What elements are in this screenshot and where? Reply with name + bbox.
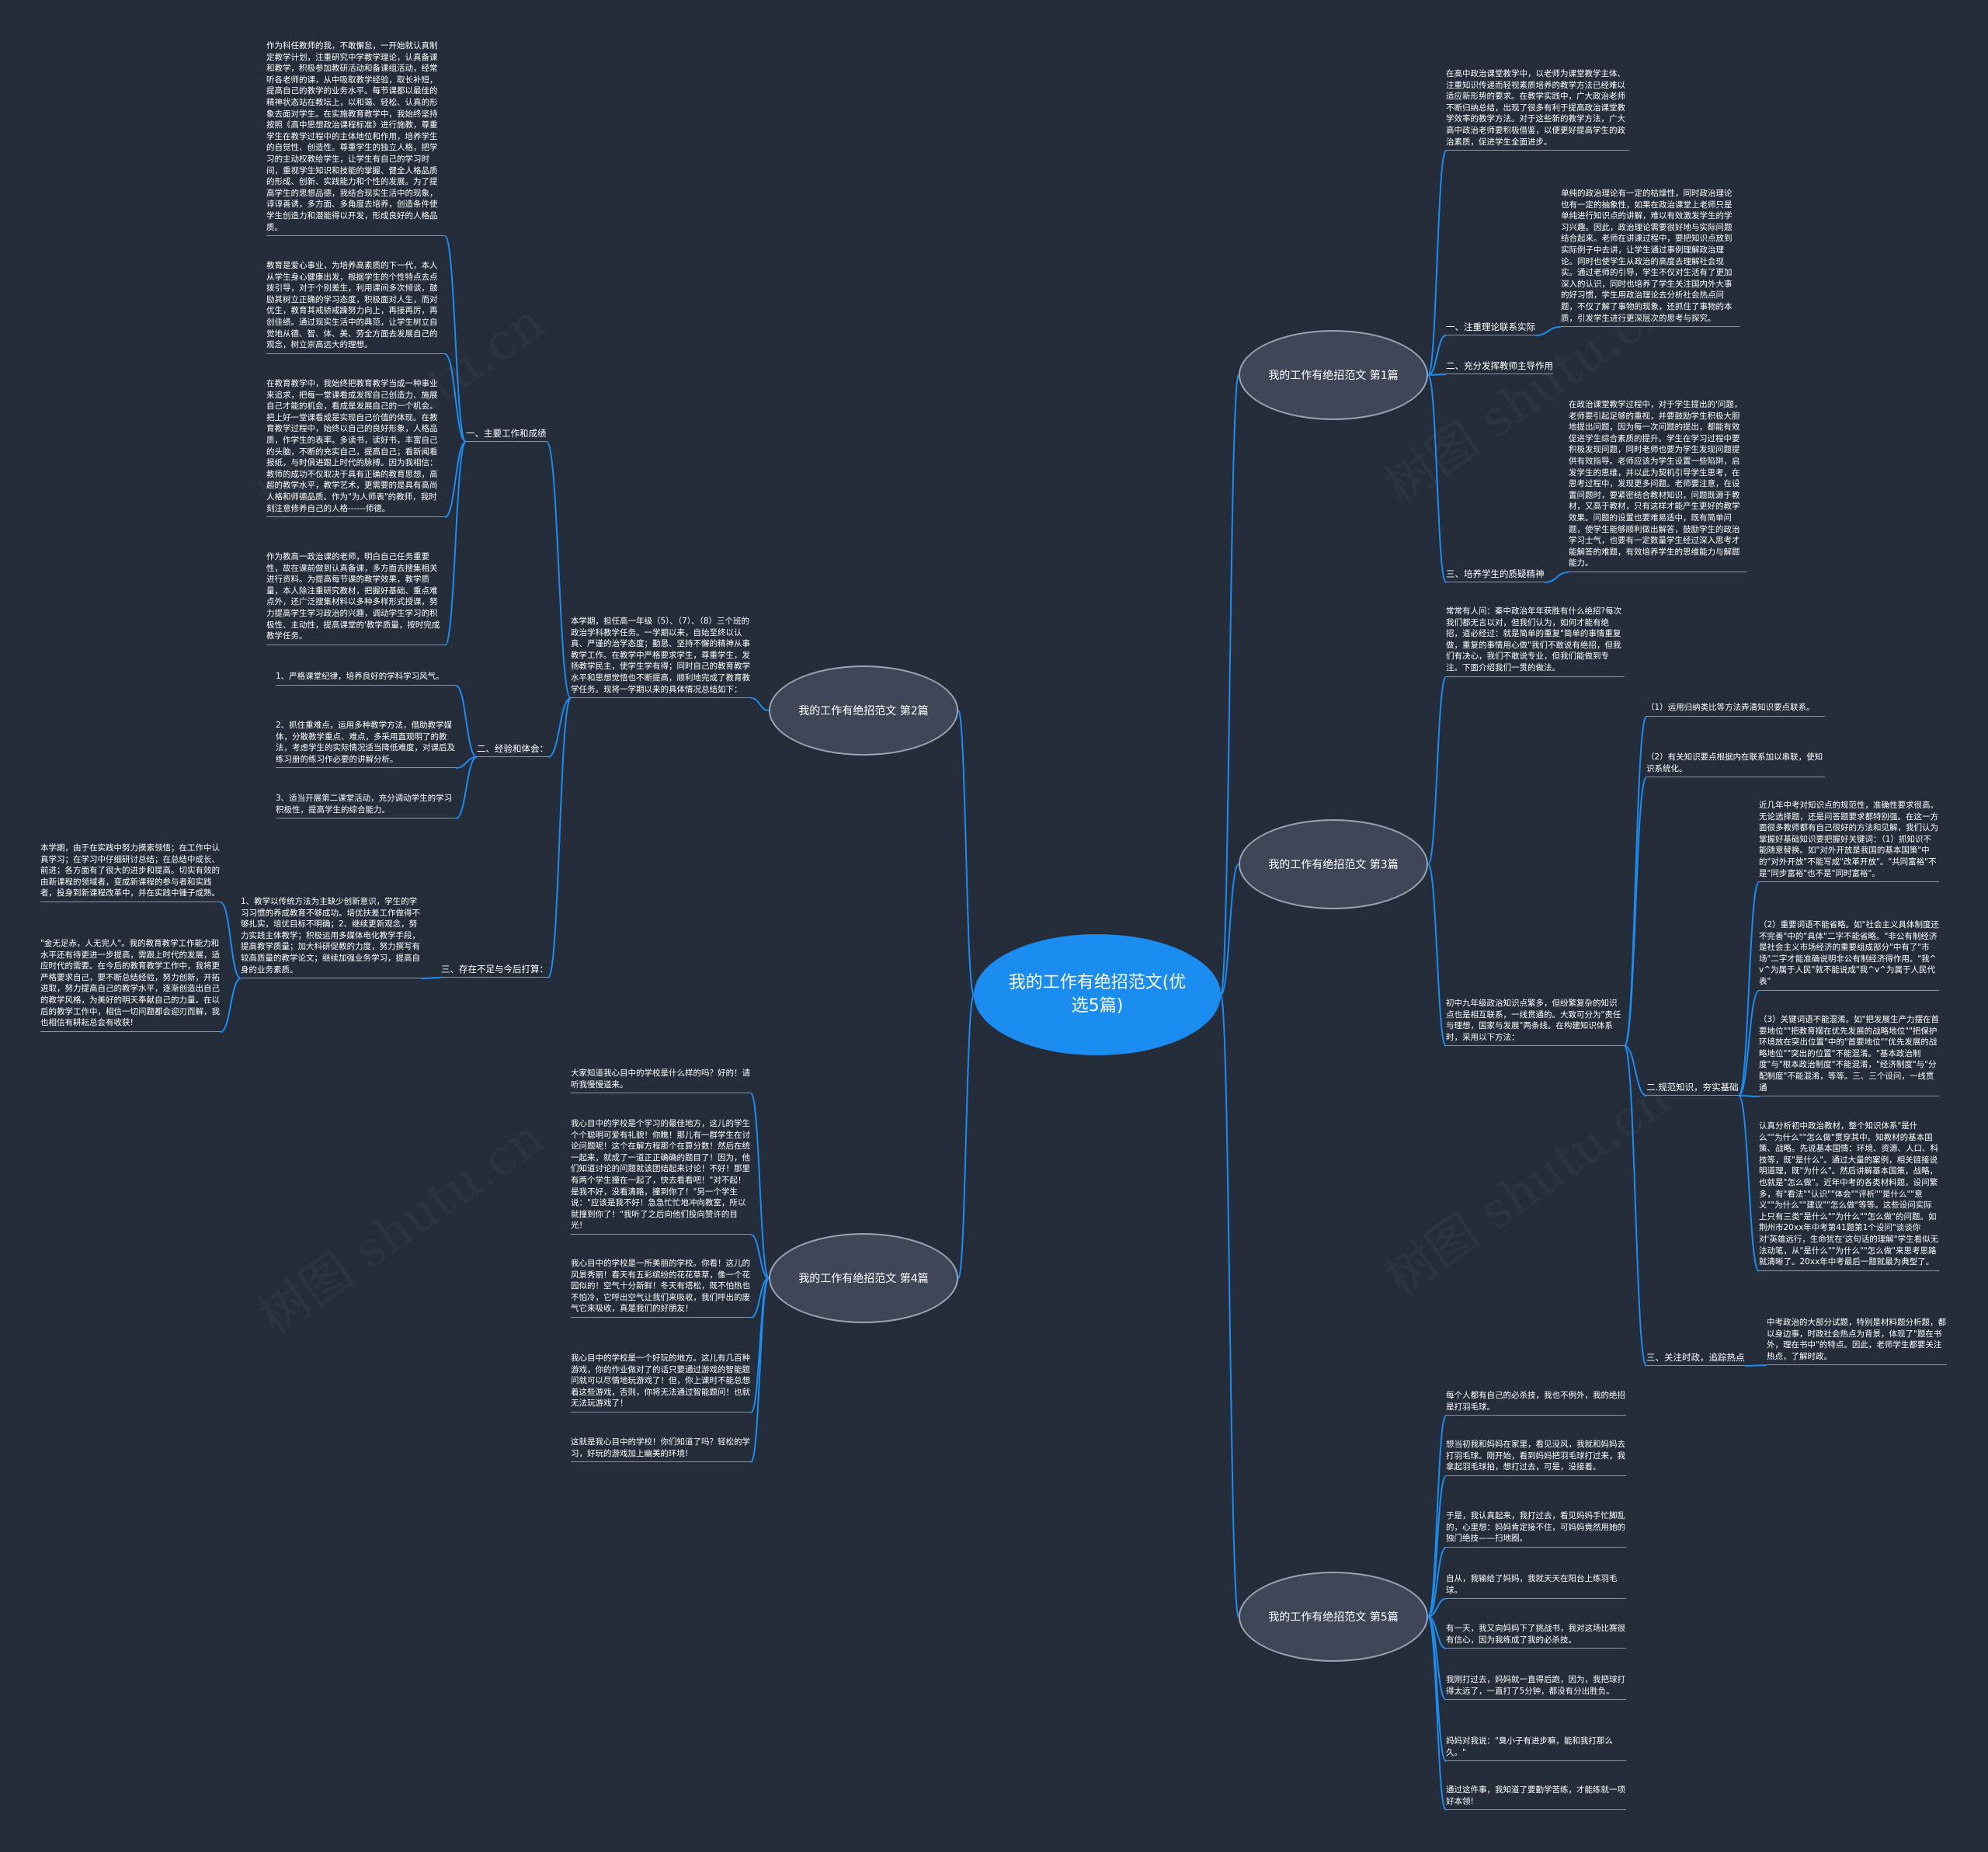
b2-experience-3: 3、适当开展第二课堂活动，充分调动学生的学习积极性，提高学生的综合能力。 bbox=[276, 793, 456, 819]
b3-hotspot-text: 中考政治的大部分试题，特别是材料题分析题，都以身边事，时政社会热点为背景，体现了… bbox=[1767, 1317, 1947, 1366]
b5-item-8: 通过这件事，我知道了要勤学苦练，才能练就一项好本领! bbox=[1446, 1784, 1626, 1811]
b1-intro: 在高中政治课堂教学中，以老师为课堂教学主体、注重知识传递而轻视素质培养的教学方法… bbox=[1446, 68, 1629, 151]
center-node[interactable]: 我的工作有绝招范文(优选5篇) bbox=[974, 934, 1221, 1055]
connector-line bbox=[1427, 1616, 1447, 1811]
connector-line bbox=[1427, 1475, 1447, 1617]
branch-node-1[interactable]: 我的工作有绝招范文 第1篇 bbox=[1239, 330, 1428, 420]
connector-line bbox=[1738, 1095, 1760, 1272]
b1-sub-teacher[interactable]: 二、充分发挥教师主导作用 bbox=[1446, 360, 1553, 374]
b4-item-3: 我心目中的学校是一所美丽的学校。你看！这儿的风景秀丽！春天有五彩缤纷的花花草草，… bbox=[571, 1258, 751, 1318]
b2-intro: 本学期，担任高一年级（5）、（7）、（8）三个班的政治学科教学任务。一学期以来，… bbox=[571, 616, 751, 699]
b3-sub-standard[interactable]: 二.规范知识，夯实基础 bbox=[1646, 1081, 1739, 1096]
b2-experience-1: 1、严格课堂纪律，培养良好的学科学习风气。 bbox=[276, 671, 456, 686]
connector-line bbox=[1427, 1547, 1447, 1617]
connector-line bbox=[444, 441, 467, 518]
branch-node-3[interactable]: 我的工作有绝招范文 第3篇 bbox=[1239, 819, 1428, 909]
connector-line bbox=[1427, 335, 1447, 376]
connector-line bbox=[1624, 1045, 1647, 1096]
connector-line bbox=[455, 685, 478, 758]
b5-item-3: 于是，我认真起来，我打过去，看见妈妈手忙脚乱的，心里想：妈妈肯定接不住，可妈妈竟… bbox=[1446, 1510, 1626, 1548]
connector-line bbox=[1427, 150, 1447, 376]
b2-achievement-1: 作为科任教师的我，不敢懈怠，一开始就认真制定教学计划，注重研究中学教学理论，认真… bbox=[266, 40, 445, 237]
b3-standard-item-3: （3）关键词语不能混淆。如"把发展生产力摆在首要地位""把教育摆在优先发展的战略… bbox=[1759, 1014, 1939, 1097]
connector-line bbox=[1427, 1598, 1447, 1617]
b2-achievement-3: 在教育教学中，我始终把教育教学当成一种事业来追求，把每一堂课看成发挥自己创造力、… bbox=[266, 378, 445, 518]
branch-node-4[interactable]: 我的工作有绝招范文 第4篇 bbox=[769, 1233, 958, 1323]
b1-sub-question[interactable]: 三、培养学生的质疑精神 bbox=[1446, 568, 1545, 582]
b2-sub-achievements[interactable]: 一、主要工作和成绩 bbox=[466, 427, 547, 442]
b3-intro: 常常有人问：秦中政治年年获胜有什么绝招?每次我们都无言以对，但我们认为，如何才能… bbox=[1446, 606, 1625, 677]
connector-line bbox=[958, 710, 975, 995]
b2-achievement-2: 教育是爱心事业，为培养高素质的下一代，本人从学生身心健康出发，根据学生的个性特点… bbox=[266, 260, 445, 354]
branch-node-2[interactable]: 我的工作有绝招范文 第2篇 bbox=[769, 665, 958, 756]
connector-line bbox=[546, 441, 572, 699]
connector-line bbox=[1427, 676, 1447, 865]
connector-line bbox=[1427, 1616, 1447, 1762]
b5-item-2: 想当初我和妈妈在家里，看见没风，我就和妈妈去打羽毛球。刚开始，看到妈妈把羽毛球打… bbox=[1446, 1439, 1626, 1476]
b3-top-item-2: （2）有关知识要点根据内在联系加以串联，使知识系统化。 bbox=[1646, 752, 1825, 778]
connector-line bbox=[444, 235, 467, 443]
b2-sub-plans[interactable]: 三、存在不足与今后打算： bbox=[441, 963, 548, 978]
b2-plans-item-2: "金无足赤，人无完人"。我的教育教学工作能力和水平还有待更进一步提高，需跟上时代… bbox=[40, 938, 221, 1032]
connector-line bbox=[1427, 863, 1447, 1047]
b5-item-4: 自从，我输给了妈妈，我就天天在阳台上练羽毛球。 bbox=[1446, 1573, 1626, 1600]
b5-item-6: 我刚打过去，妈妈就一直得后跑，因为，我把球打得太远了，一直打了5分钟，都没有分出… bbox=[1446, 1674, 1626, 1701]
b1-sub-theory-text: 单纯的政治理论有一定的枯燥性，同时政治理论也有一定的抽象性，如果在政治课堂上老师… bbox=[1561, 188, 1740, 328]
connector-line bbox=[750, 1093, 770, 1279]
connector-line bbox=[1624, 716, 1647, 1047]
b4-item-2: 我心目中的学校是个学习的最佳地方，这儿的学生个个聪明可爱有礼貌！你瞧！那儿有一群… bbox=[571, 1118, 751, 1235]
b2-sub-experience[interactable]: 二、经验和体会： bbox=[477, 742, 548, 757]
b1-sub-theory[interactable]: 一、注重理论联系实际 bbox=[1446, 321, 1535, 335]
b5-item-7: 妈妈对我说："臭小子有进步嘛，能和我打那么久。" bbox=[1446, 1736, 1626, 1762]
connector-line bbox=[1427, 374, 1447, 583]
connector-line bbox=[1427, 374, 1447, 376]
connector-line bbox=[1544, 572, 1569, 583]
b3-sub-hotspot[interactable]: 三、关注时政，追踪热点 bbox=[1646, 1351, 1745, 1366]
connector-line bbox=[1534, 326, 1562, 336]
connector-line bbox=[750, 1234, 770, 1279]
connector-line bbox=[455, 756, 478, 819]
connector-line bbox=[1738, 881, 1760, 1096]
b4-item-1: 大家知道我心目中的学校是什么样的吗？好的！请听我慢慢道来。 bbox=[571, 1068, 751, 1094]
connector-line bbox=[547, 697, 572, 758]
b3-standard-item-4: 认真分析初中政治教材，整个知识体系"是什么""为什么""怎么做"贯穿其中。知教材… bbox=[1759, 1121, 1939, 1271]
b2-plans-intro: 1、教学以传统方法为主缺少创新意识，学生的学习习惯的养成教育不够成功。培优扶差工… bbox=[241, 896, 421, 979]
b4-item-5: 这就是我心目中的学校！你们知道了吗？轻松的学习，好玩的游戏加上幽美的环境! bbox=[571, 1437, 751, 1463]
b2-plans-item-1: 本学期，由于在实践中努力摸索领悟；在工作中认真学习；在学习中仔细研讨总结；在总结… bbox=[40, 843, 221, 902]
connector-line bbox=[750, 697, 770, 711]
connector-line bbox=[1220, 994, 1239, 1617]
connector-line bbox=[1738, 990, 1760, 1096]
b3-standard-item-2: （2）重要词语不能省略。如"社会主义具体制度还不完善"中的"具体"二字不能省略。… bbox=[1759, 919, 1939, 991]
connector-line bbox=[1624, 1045, 1647, 1367]
connector-line bbox=[958, 994, 975, 1279]
branch-node-5[interactable]: 我的工作有绝招范文 第5篇 bbox=[1239, 1572, 1428, 1662]
connector-line bbox=[1220, 374, 1239, 995]
b5-item-5: 有一天，我又向妈妈下了挑战书，我对这场比赛很有信心，因为我练成了我的必杀技。 bbox=[1446, 1623, 1626, 1649]
connector-line bbox=[750, 1277, 770, 1463]
connector-line bbox=[1220, 863, 1239, 995]
b1-sub-question-text: 在政治课堂教学过程中，对于学生提出的'问题，老师要引起足够的重视，并要鼓励学生积… bbox=[1569, 399, 1747, 572]
connector-line bbox=[220, 978, 242, 1033]
connector-line bbox=[1624, 777, 1647, 1047]
b3-section1-intro: 初中九年级政治知识点繁多，但纷繁复杂的知识点也是相互联系，一线贯通的。大致可分为… bbox=[1446, 998, 1625, 1047]
b3-standard-item-1: 近几年中考对知识点的规范性，准确性要求很高。无论选择题，还是问答题要求都特别强。… bbox=[1759, 800, 1939, 883]
connector-line bbox=[444, 441, 467, 646]
connector-line bbox=[220, 902, 242, 979]
b2-experience-2: 2、抓住重难点，运用多种教学方法，借助教学媒体，分散教学重点、难点，多采用直观明… bbox=[276, 720, 456, 769]
connector-line bbox=[1744, 1364, 1767, 1367]
b5-item-1: 每个人都有自己的必杀技，我也不例外，我的绝招是打羽毛球。 bbox=[1446, 1390, 1626, 1416]
connector-line bbox=[547, 697, 572, 978]
connector-line bbox=[444, 353, 467, 443]
b4-item-4: 我心目中的学校是一个好玩的地方。这儿有几百种游戏，你的作业做对了的话只要通过游戏… bbox=[571, 1353, 751, 1412]
b2-achievement-4: 作为教高一政治课的老师，明白自己任务重要性，故在课前做到认真备课，多方面去搜集相… bbox=[266, 551, 445, 645]
b3-top-item-1: （1）运用归纳类比等方法弄清知识要点联系。 bbox=[1646, 702, 1825, 717]
connector-line bbox=[750, 1277, 770, 1319]
